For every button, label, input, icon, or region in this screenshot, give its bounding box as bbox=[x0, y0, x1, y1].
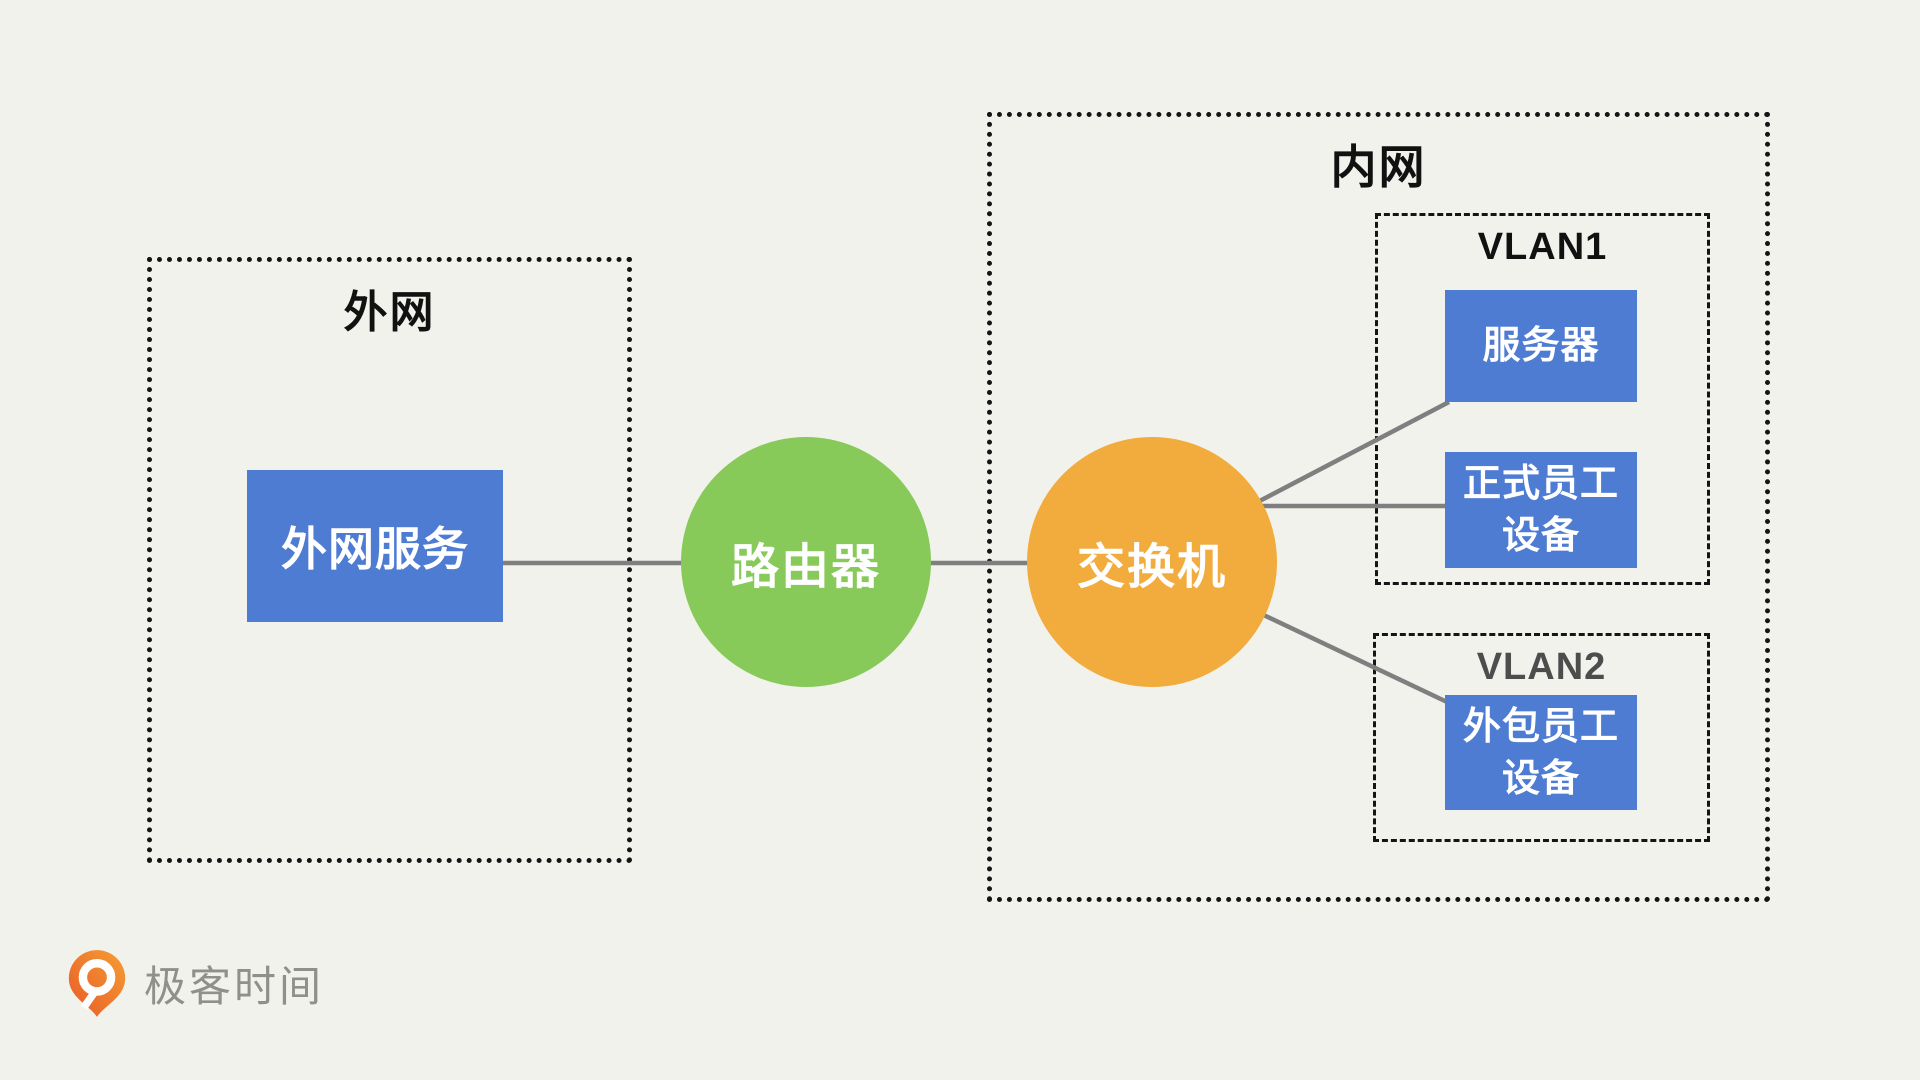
outsourced-employee-device-label-line1: 外包员工 bbox=[1462, 705, 1619, 748]
geektime-logo-icon bbox=[68, 950, 126, 1017]
vlan1-title: VLAN1 bbox=[1477, 226, 1608, 268]
regular-employee-device-label-line1: 正式员工 bbox=[1462, 463, 1619, 505]
regular-employee-device-node: 正式员工 设备 bbox=[1445, 452, 1637, 568]
vlan2-box: VLAN2 bbox=[1373, 633, 1710, 842]
geektime-logo-text: 极客时间 bbox=[144, 962, 325, 1010]
internal-network-title: 内网 bbox=[1330, 141, 1427, 193]
regular-employee-device-label-line2: 设备 bbox=[1501, 515, 1580, 557]
vlan2-title: VLAN2 bbox=[1476, 646, 1607, 688]
router-node: 路由器 bbox=[681, 437, 931, 687]
external-service-node: 外网服务 bbox=[247, 470, 503, 622]
outsourced-employee-device-label-line2: 设备 bbox=[1501, 757, 1580, 800]
geektime-logo: 极客时间 bbox=[66, 948, 324, 1018]
server-node: 服务器 bbox=[1445, 290, 1637, 402]
external-network-title: 外网 bbox=[343, 288, 436, 337]
connector-switch-server-line bbox=[1248, 400, 1451, 508]
switch-node: 交换机 bbox=[1027, 437, 1277, 687]
vlan1-box: VLAN1 bbox=[1375, 213, 1710, 585]
internal-network-box: 内网 bbox=[987, 112, 1770, 902]
external-network-box: 外网 bbox=[147, 257, 632, 863]
outsourced-employee-device-node: 外包员工 设备 bbox=[1445, 695, 1637, 810]
